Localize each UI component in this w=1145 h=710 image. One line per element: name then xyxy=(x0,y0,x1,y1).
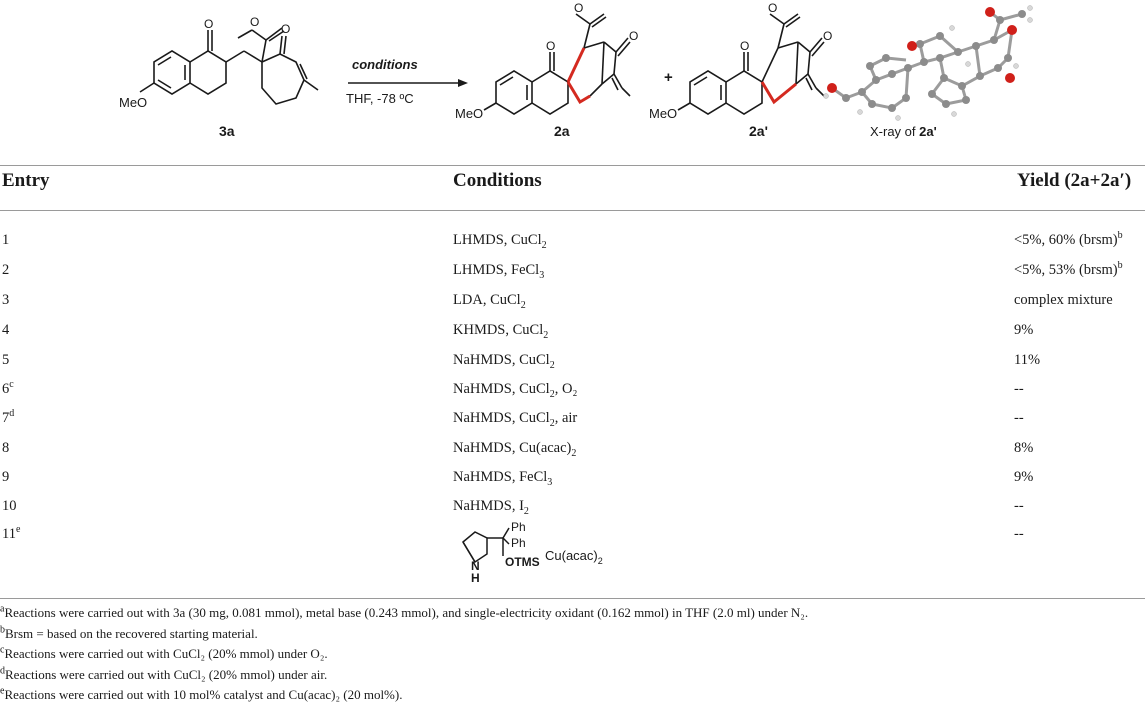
table-top-rule xyxy=(0,165,1145,167)
yield-cell: 11% xyxy=(1014,352,1041,368)
svg-text:O: O xyxy=(250,15,259,29)
compound-2a-structure xyxy=(483,13,631,115)
table-row: 10 NaHMDS, I2 -- xyxy=(0,498,1145,528)
compound-3a-structure xyxy=(139,27,319,105)
table-row: 2 LHMDS, FeCl3 <5%, 53% (brsm)b xyxy=(0,260,1145,292)
table-row: 5 NaHMDS, CuCl2 11% xyxy=(0,352,1145,382)
catalyst-cu: Cu(acac)2 xyxy=(545,548,603,566)
header-yield: Yield (2a+2a′) xyxy=(1017,170,1132,191)
table-row: 9 NaHMDS, FeCl3 9% xyxy=(0,469,1145,499)
table-row: 8 NaHMDS, Cu(acac)2 8% xyxy=(0,440,1145,470)
yield-cell: 9% xyxy=(1014,469,1034,485)
methoxy-label-2a-prime: MeO xyxy=(649,106,677,121)
footnote: cReactions were carried out with CuCl₂ (… xyxy=(0,644,328,661)
conditions-cell: NaHMDS, CuCl2, air xyxy=(453,410,578,429)
footnotes: aReactions were carried out with 3a (30 … xyxy=(0,603,1145,708)
yield-cell: 8% xyxy=(1014,440,1034,456)
yield-cell: -- xyxy=(1014,498,1024,514)
reagent-label: conditions xyxy=(352,57,418,72)
footnote: bBrsm = based on the recovered starting … xyxy=(0,624,258,641)
solvent-label: THF, -78 ºC xyxy=(346,91,414,106)
catalyst-ph-1: Ph xyxy=(511,520,526,534)
conditions-cell: KHMDS, CuCl2 xyxy=(453,322,549,341)
header-entry: Entry xyxy=(2,170,50,191)
conditions-cell: NaHMDS, I2 xyxy=(453,498,529,517)
svg-text:O: O xyxy=(629,29,638,43)
entry-cell: 6c xyxy=(2,379,14,397)
catalyst-h: H xyxy=(471,571,480,584)
conditions-cell: LHMDS, CuCl2 xyxy=(453,232,547,251)
svg-text:O: O xyxy=(281,22,290,36)
yield-cell: <5%, 60% (brsm)b xyxy=(1014,230,1123,248)
entry-cell: 2 xyxy=(2,262,10,278)
entry-cell: 3 xyxy=(2,292,10,308)
compound-label-2a-prime: 2a' xyxy=(749,123,768,139)
table-row: 11e -- xyxy=(0,524,1145,556)
methoxy-label-3a: MeO xyxy=(119,95,147,110)
catalyst-n: N xyxy=(471,559,480,573)
compound-2a-prime-structure xyxy=(677,13,825,115)
table-row: 4 KHMDS, CuCl2 9% xyxy=(0,322,1145,352)
yield-cell: complex mixture xyxy=(1014,292,1113,308)
compound-label-2a: 2a xyxy=(554,123,570,139)
plus-sign: + xyxy=(664,69,673,86)
conditions-cell: NaHMDS, CuCl2 xyxy=(453,352,555,371)
entry-cell: 10 xyxy=(2,498,17,514)
svg-text:O: O xyxy=(204,17,213,31)
entry-cell: 4 xyxy=(2,322,10,338)
entry-cell: 9 xyxy=(2,469,10,485)
table-bottom-rule xyxy=(0,598,1145,600)
conditions-cell: NaHMDS, FeCl3 xyxy=(453,469,553,488)
table-row: 6c NaHMDS, CuCl2, O₂ -- xyxy=(0,379,1145,411)
conditions-cell: NaHMDS, Cu(acac)2 xyxy=(453,440,577,459)
yield-cell: <5%, 53% (brsm)b xyxy=(1014,260,1123,278)
footnote: aReactions were carried out with 3a (30 … xyxy=(0,603,809,620)
table-row: 7d NaHMDS, CuCl2, air -- xyxy=(0,408,1145,440)
conditions-cell: LHMDS, FeCl3 xyxy=(453,262,545,281)
compound-label-3a: 3a xyxy=(219,123,235,139)
entry-cell: 11e xyxy=(2,524,21,542)
yield-cell: -- xyxy=(1014,526,1024,542)
svg-text:O: O xyxy=(823,29,832,43)
yield-cell: 9% xyxy=(1014,322,1034,338)
svg-text:O: O xyxy=(574,1,583,15)
methoxy-label-2a: MeO xyxy=(455,106,483,121)
entry-cell: 1 xyxy=(2,232,10,248)
entry-cell: 5 xyxy=(2,352,10,368)
footnote: dReactions were carried out with CuCl₂ (… xyxy=(0,665,328,682)
reaction-arrow xyxy=(348,79,468,87)
svg-text:O: O xyxy=(740,39,749,53)
catalyst-otms: OTMS xyxy=(505,555,540,569)
conditions-cell: NaHMDS, CuCl2, O₂ xyxy=(453,381,578,400)
entry-cell: 7d xyxy=(2,408,15,426)
table-row: 3 LDA, CuCl2 complex mixture xyxy=(0,292,1145,322)
reaction-scheme: O O O MeO 3a conditions THF, -78 ºC xyxy=(119,1,1033,139)
yield-cell: -- xyxy=(1014,410,1024,426)
header-conditions: Conditions xyxy=(453,170,542,191)
xray-structure xyxy=(823,5,1033,121)
catalyst-ph-2: Ph xyxy=(511,536,526,550)
xray-caption: X-ray of 2a' xyxy=(870,124,937,139)
catalyst-structure: Ph Ph OTMS N H Cu(acac)2 xyxy=(462,520,603,584)
footnote: eReactions were carried out with 10 mol%… xyxy=(0,685,403,702)
table-row: 1 LHMDS, CuCl2 <5%, 60% (brsm)b xyxy=(0,230,1145,262)
yield-cell: -- xyxy=(1014,381,1024,397)
entry-cell: 8 xyxy=(2,440,10,456)
svg-text:O: O xyxy=(768,1,777,15)
svg-text:O: O xyxy=(546,39,555,53)
header-bottom-rule xyxy=(0,210,1145,212)
conditions-cell: LDA, CuCl2 xyxy=(453,292,526,311)
